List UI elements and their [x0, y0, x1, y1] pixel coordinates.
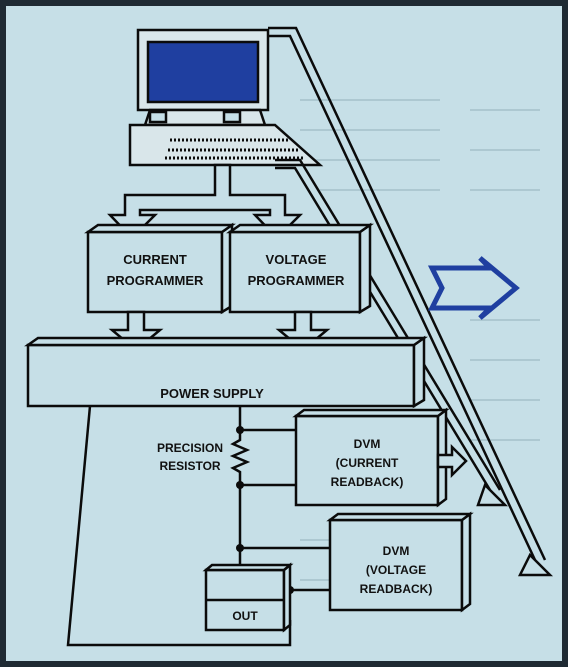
out-label: OUT [232, 609, 258, 623]
out-block: OUT [202, 562, 294, 633]
computer-to-programmers-arrow [107, 163, 304, 240]
dvm-current-block: DVM (CURRENT READBACK) [292, 407, 450, 508]
current-programmer-block: CURRENT PROGRAMMER [84, 222, 236, 315]
circuit-wiring [66, 405, 330, 647]
dvm-current-label-line1: DVM [354, 437, 381, 451]
outline-right-arrow-icon [427, 256, 520, 320]
precision-resistor-label-line2: RESISTOR [159, 459, 220, 473]
dvm-voltage-label-line3: READBACK) [360, 582, 433, 596]
dvm-voltage-block: DVM (VOLTAGE READBACK) [326, 511, 474, 613]
precision-resistor-label: PRECISION RESISTOR [157, 441, 223, 473]
dvm-current-output-arrow [436, 443, 468, 479]
computer-output-lines [268, 26, 547, 561]
dvm-current-label-line2: (CURRENT [336, 456, 399, 470]
power-supply-label: POWER SUPPLY [160, 386, 264, 401]
voltage-programmer-label-line1: VOLTAGE [266, 252, 327, 267]
voltage-programmer-label-line2: PROGRAMMER [248, 273, 345, 288]
dvm-current-label-line3: READBACK) [331, 475, 404, 489]
dvm-voltage-label-line1: DVM [383, 544, 410, 558]
voltage-programmer-block: VOLTAGE PROGRAMMER [226, 222, 374, 315]
current-programmer-label-line1: CURRENT [123, 252, 187, 267]
desktop-computer-icon [128, 28, 324, 167]
dvm-voltage-label-line2: (VOLTAGE [366, 563, 426, 577]
power-supply-block: POWER SUPPLY [24, 335, 428, 409]
dvm-voltage-feedback-arrowhead [476, 482, 509, 507]
long-line-arrowhead [517, 552, 554, 577]
current-programmer-label-line2: PROGRAMMER [107, 273, 204, 288]
precision-resistor-label-line1: PRECISION [157, 441, 223, 455]
